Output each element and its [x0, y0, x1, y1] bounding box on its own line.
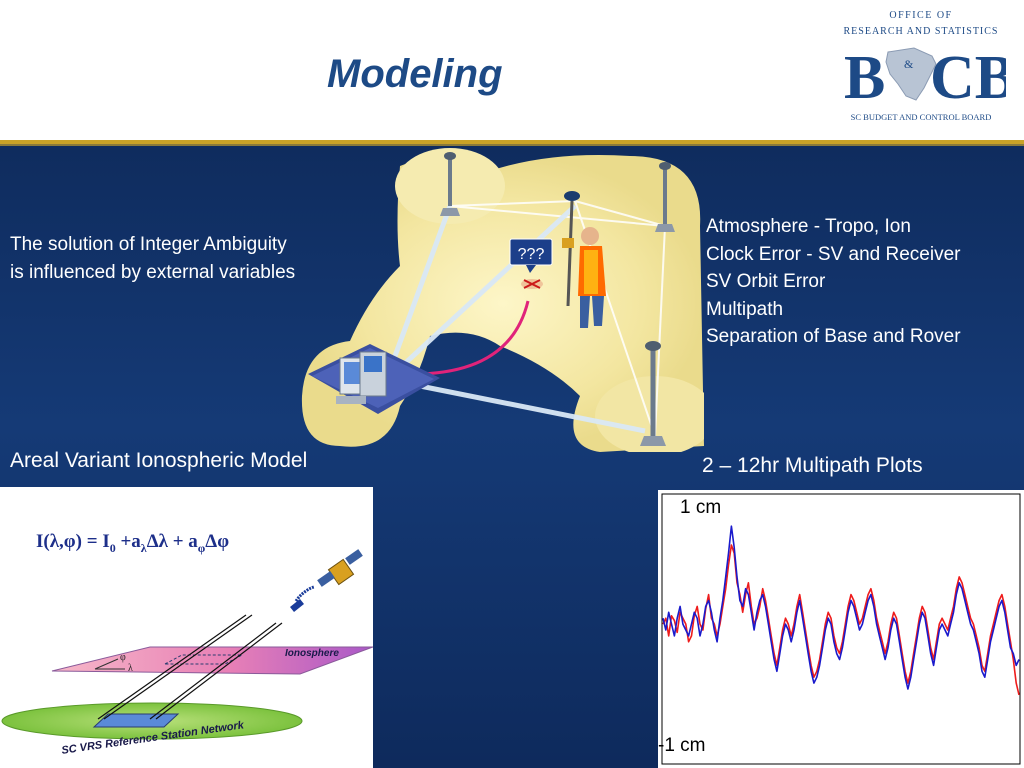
plot-frame: [661, 493, 1021, 765]
multipath-chart: [661, 493, 1021, 765]
satellite-icon: [290, 549, 363, 612]
equation-subscript: λ: [140, 540, 147, 555]
ionosphere-model-panel: I(λ,φ) = I0 +aλΔλ + aφΔφ SC VRS Referenc…: [0, 487, 373, 768]
coverage-blob: [595, 376, 704, 452]
logo-letters-right: CB: [930, 44, 1006, 112]
error-source-item: Atmosphere - Tropo, Ion: [706, 216, 911, 237]
phi-axis-label: φ: [120, 652, 126, 663]
logo-letter-left: B: [844, 44, 885, 112]
intro-line: The solution of Integer Ambiguity: [10, 234, 287, 255]
ionosphere-cell: [164, 654, 243, 665]
multipath-plot-panel: 1 cm -1 cm: [658, 490, 1024, 768]
multipath-series-blue: [662, 525, 1020, 690]
ionosphere-equation: I(λ,φ) = I0 +aλΔλ + aφΔφ: [36, 531, 229, 556]
y-min-label: -1 cm: [658, 735, 706, 756]
logo-line-1: OFFICE OF: [889, 10, 952, 21]
brcb-logo: OFFICE OF RESEARCH AND STATISTICS B & CB…: [844, 10, 1007, 122]
signal-paths: [97, 614, 283, 720]
network-cell: [92, 713, 180, 728]
phi-axis: [94, 658, 119, 670]
gnss-network-diagram: ???: [301, 148, 704, 452]
multipath-title: 2 – 12hr Multipath Plots: [702, 454, 923, 477]
ionosphere-label: Ionosphere: [285, 648, 339, 659]
logo-line-2: RESEARCH AND STATISTICS: [844, 26, 999, 37]
equation-term: Δφ: [205, 531, 230, 552]
ambiguity-callout-text: ???: [518, 246, 545, 263]
slide-title: Modeling: [327, 52, 503, 96]
error-source-item: Clock Error - SV and Receiver: [706, 243, 961, 265]
error-source-item: SV Orbit Error: [706, 271, 826, 292]
error-source-item: Multipath: [706, 298, 784, 320]
equation-term: Δλ + a: [146, 531, 198, 552]
reference-station-icon: [655, 162, 675, 232]
ionosphere-model-illustration: SC VRS Reference Station Network Ionosph…: [1, 549, 373, 757]
equation-lhs: I(λ,φ) = I: [36, 531, 110, 552]
header-dark-rule: [0, 144, 1024, 146]
control-center-computer-icon: [308, 344, 440, 414]
integer-ambiguity-text: The solution of Integer Ambiguity is inf…: [10, 231, 295, 287]
y-max-label: 1 cm: [680, 497, 722, 518]
areal-model-title: Areal Variant Ionospheric Model: [10, 449, 308, 472]
slide-header: Modeling OFFICE OF RESEARCH AND STATISTI…: [0, 0, 1024, 140]
header-gold-rule: [0, 140, 1024, 144]
error-source-item: Separation of Base and Rover: [706, 326, 961, 347]
logo-ampersand: &: [904, 57, 914, 71]
multipath-series-red: [662, 544, 1020, 696]
data-link-arrows: [392, 204, 646, 434]
reference-station-icon: [640, 341, 666, 446]
equation-subscript: φ: [197, 540, 206, 555]
palmetto-state-icon: [885, 47, 937, 101]
equation-subscript: 0: [109, 540, 116, 555]
equation-term: +a: [115, 531, 141, 552]
error-sources-list: Atmosphere - Tropo, Ion Clock Error - SV…: [706, 213, 961, 351]
logo-footer: SC BUDGET AND CONTROL BOARD: [851, 112, 992, 122]
reference-station-icon: [440, 152, 460, 216]
rover-surveyor-icon: [562, 191, 606, 328]
lambda-axis-label: λ: [128, 663, 133, 674]
ambiguity-callout: ???: [509, 238, 553, 273]
rover-point-marker-icon: [521, 279, 543, 289]
intro-line: is influenced by external variables: [10, 262, 296, 283]
